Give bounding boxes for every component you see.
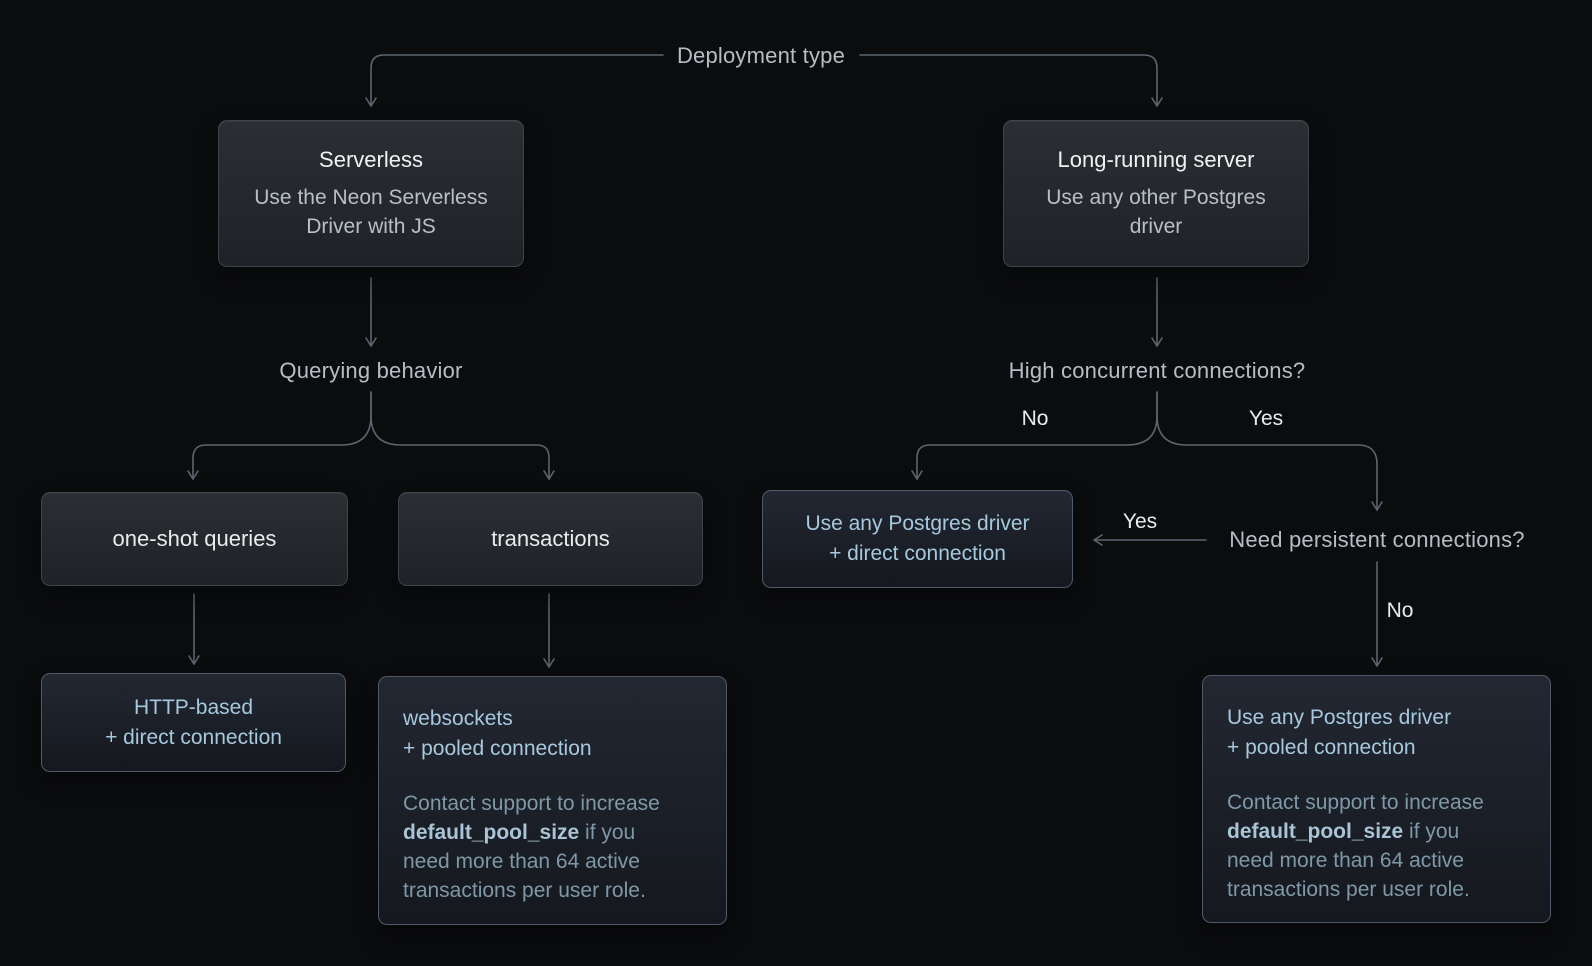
note-line-2: default_pool_size if you (1227, 817, 1484, 846)
persistent-yes-label: Yes (1122, 510, 1158, 533)
result-direct-line1: Use any Postgres driver (805, 512, 1030, 535)
result-pooled-line1: Use any Postgres driver (1227, 706, 1452, 729)
branch-no-label: No (1021, 407, 1049, 430)
arrow-root-to-server (859, 54, 1163, 107)
result-direct-line2: + direct connection (829, 542, 1006, 565)
note-line-1: Contact support to increase (1227, 791, 1484, 814)
note-line-3: need more than 64 active (1227, 849, 1464, 872)
note-line-1: Contact support to increase (403, 792, 660, 815)
note-bold-pool-size: default_pool_size (1227, 820, 1404, 843)
result-http-line2: + direct connection (105, 725, 282, 749)
result-http-direct: HTTP-based + direct connection (41, 673, 346, 772)
persistent-no-label: No (1386, 599, 1414, 622)
note-line-3: need more than 64 active (403, 850, 640, 873)
node-serverless-subtitle: Use the Neon Serverless Driver with JS (254, 185, 488, 238)
node-serverless: Serverless Use the Neon Serverless Drive… (218, 120, 524, 267)
arrow-querying-to-transactions (370, 391, 555, 480)
note-line-4: transactions per user role. (403, 879, 646, 902)
result-pooled-line2: + pooled connection (1227, 736, 1416, 759)
node-long-running-server: Long-running server Use any other Postgr… (1003, 120, 1309, 267)
node-transactions-label: transactions (491, 526, 610, 551)
arrow-concurrent-no-to-direct (911, 391, 1158, 480)
root-label: Deployment type (676, 43, 846, 68)
arrow-concurrent-yes-to-persistent (1156, 391, 1383, 511)
result-ws-line1: websockets (403, 707, 513, 730)
note-line-2: default_pool_size if you (403, 818, 660, 847)
high-concurrent-label: High concurrent connections? (1008, 358, 1306, 383)
persistent-question-label: Need persistent connections? (1229, 527, 1525, 552)
pool-size-note: Contact support to increase default_pool… (403, 789, 660, 905)
node-server-subtitle: Use any other Postgres driver (1046, 185, 1266, 238)
result-websockets-pooled: websockets + pooled connection Contact s… (378, 676, 727, 925)
node-oneshot-queries: one-shot queries (41, 492, 348, 586)
pool-size-note: Contact support to increase default_pool… (1227, 788, 1484, 904)
arrow-querying-to-oneshot (187, 391, 372, 480)
arrow-root-to-serverless (365, 54, 664, 107)
result-http-line1: HTTP-based (133, 695, 254, 719)
node-server-title: Long-running server (1057, 146, 1255, 172)
note-bold-pool-size: default_pool_size (403, 821, 580, 844)
note-line-2-rest: if you (1403, 820, 1460, 843)
branch-yes-label: Yes (1248, 407, 1284, 430)
node-serverless-title: Serverless (319, 146, 423, 172)
querying-behavior-label: Querying behavior (279, 358, 463, 383)
note-line-4: transactions per user role. (1227, 878, 1470, 901)
note-line-2-rest: if you (579, 821, 636, 844)
result-ws-line2: + pooled connection (403, 737, 592, 760)
node-transactions: transactions (398, 492, 703, 586)
node-oneshot-label: one-shot queries (112, 526, 277, 551)
result-any-driver-pooled: Use any Postgres driver + pooled connect… (1202, 675, 1551, 923)
result-any-driver-direct: Use any Postgres driver + direct connect… (762, 490, 1073, 588)
